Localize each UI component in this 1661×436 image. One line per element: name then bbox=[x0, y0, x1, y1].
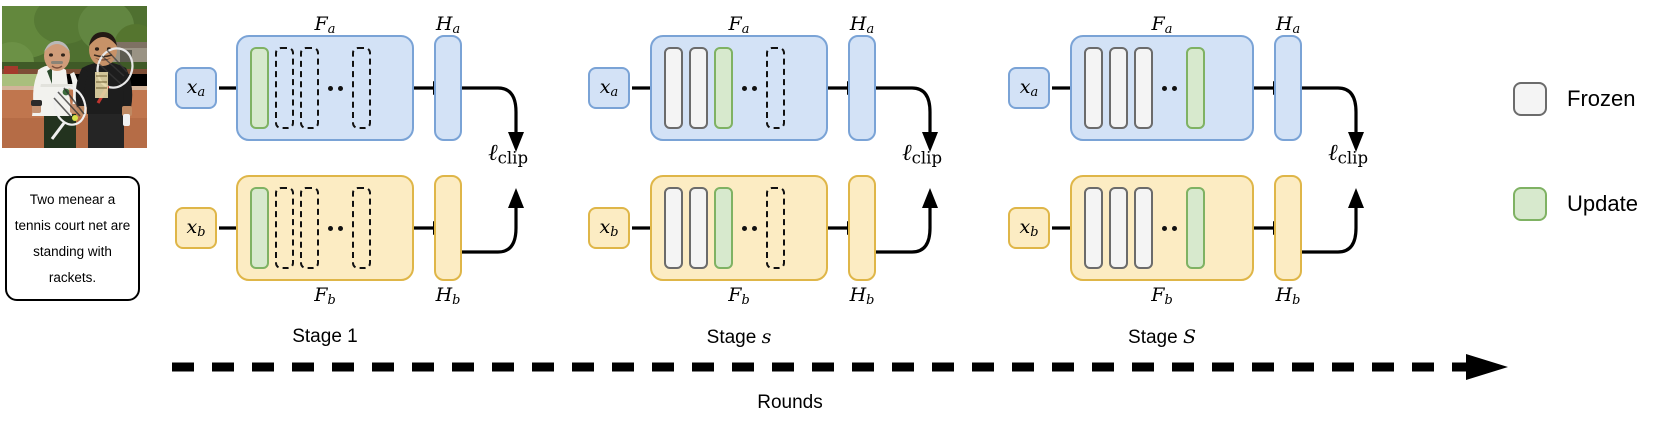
rounds-label: Rounds bbox=[757, 392, 823, 413]
layer-update bbox=[714, 47, 733, 129]
stage-1-head-a-label: Ha bbox=[435, 13, 461, 38]
stage-s-head-a-label: Ha bbox=[849, 13, 875, 38]
layer-pending bbox=[766, 187, 785, 269]
layer-frozen bbox=[689, 47, 708, 129]
stage-1-encoder-a bbox=[236, 35, 414, 141]
legend-label-update: Update bbox=[1567, 191, 1638, 216]
legend-swatch-update bbox=[1513, 187, 1547, 221]
stage-s-head-b bbox=[848, 175, 876, 281]
stage-1-head-b-label: Hb bbox=[435, 284, 461, 309]
stage-1-input-b-box: xb bbox=[175, 207, 217, 249]
layer-update bbox=[714, 187, 733, 269]
stage-S-encoder-b bbox=[1070, 175, 1254, 281]
stage-S-head-b-label: Hb bbox=[1275, 284, 1301, 309]
stage-s-encoder-a bbox=[650, 35, 828, 141]
legend-label-frozen: Frozen bbox=[1567, 86, 1636, 111]
legend-swatch-frozen bbox=[1513, 82, 1547, 116]
layer-frozen bbox=[1109, 187, 1128, 269]
layer-frozen bbox=[1109, 47, 1128, 129]
stage-1-loss-label: ℓclip bbox=[488, 140, 529, 168]
stage-1-encoder-b bbox=[236, 175, 414, 281]
layer-frozen bbox=[689, 187, 708, 269]
layer-update bbox=[1186, 47, 1205, 129]
ellipsis-dots bbox=[739, 225, 760, 231]
stage-s-input-a-box: xa bbox=[588, 67, 630, 109]
layer-update bbox=[250, 47, 269, 129]
ellipsis-dots bbox=[1159, 225, 1180, 231]
stage-s-loss-arrows bbox=[876, 86, 938, 254]
input-b-label: xb bbox=[186, 215, 206, 241]
layer-pending bbox=[352, 187, 371, 269]
stage-S-encoder-a-label: Fa bbox=[1151, 13, 1173, 38]
legend-item-frozen: Frozen bbox=[1513, 82, 1635, 116]
stage-S-input-b-box: xb bbox=[1008, 207, 1050, 249]
stage-s-head-b-label: Hb bbox=[849, 284, 875, 309]
stage-S-head-b bbox=[1274, 175, 1302, 281]
input-image bbox=[2, 6, 147, 148]
stage-1-caption: Stage 1 bbox=[292, 326, 358, 347]
stage-1-head-b bbox=[434, 175, 462, 281]
stage-s-caption: Stage s bbox=[706, 326, 772, 348]
layer-frozen bbox=[664, 47, 683, 129]
layer-frozen bbox=[1134, 187, 1153, 269]
layer-pending bbox=[300, 187, 319, 269]
stage-s-encoder-b bbox=[650, 175, 828, 281]
stage-S-loss-label: ℓclip bbox=[1328, 140, 1369, 168]
stage-S-head-a bbox=[1274, 35, 1302, 141]
stage-s-encoder-a-label: Fa bbox=[728, 13, 750, 38]
input-a-label: xa bbox=[186, 75, 206, 101]
layer-pending bbox=[300, 47, 319, 129]
stage-S-encoder-a bbox=[1070, 35, 1254, 141]
layer-frozen bbox=[1084, 187, 1103, 269]
caption-text: Two menear a tennis court net are standi… bbox=[14, 191, 131, 285]
stage-S-encoder-b-label: Fb bbox=[1151, 284, 1173, 309]
stage-S-caption: Stage S bbox=[1128, 326, 1196, 348]
caption-text-box: Two menear a tennis court net are standi… bbox=[5, 176, 140, 301]
legend-item-update: Update bbox=[1513, 187, 1638, 221]
stage-1-encoder-b-label: Fb bbox=[314, 284, 336, 309]
stage-1-loss-arrows bbox=[462, 86, 524, 254]
stage-s-head-a bbox=[848, 35, 876, 141]
stage-s-loss-label: ℓclip bbox=[902, 140, 943, 168]
ellipsis-dots bbox=[1159, 85, 1180, 91]
layer-pending bbox=[275, 47, 294, 129]
layer-pending bbox=[352, 47, 371, 129]
layer-update bbox=[250, 187, 269, 269]
stage-1-encoder-a-label: Fa bbox=[314, 13, 336, 38]
rounds-timeline-arrow bbox=[172, 354, 1508, 380]
stage-1-head-a bbox=[434, 35, 462, 141]
ellipsis-dots bbox=[325, 225, 346, 231]
stage-S-head-a-label: Ha bbox=[1275, 13, 1301, 38]
stage-s-input-b-box: xb bbox=[588, 207, 630, 249]
stage-1-input-a-box: xa bbox=[175, 67, 217, 109]
stage-s-encoder-b-label: Fb bbox=[728, 284, 750, 309]
stage-S-input-a-box: xa bbox=[1008, 67, 1050, 109]
layer-frozen bbox=[1134, 47, 1153, 129]
layer-frozen bbox=[1084, 47, 1103, 129]
layer-pending bbox=[275, 187, 294, 269]
layer-update bbox=[1186, 187, 1205, 269]
layer-frozen bbox=[664, 187, 683, 269]
ellipsis-dots bbox=[325, 85, 346, 91]
layer-pending bbox=[766, 47, 785, 129]
stage-S-loss-arrows bbox=[1302, 86, 1364, 254]
ellipsis-dots bbox=[739, 85, 760, 91]
